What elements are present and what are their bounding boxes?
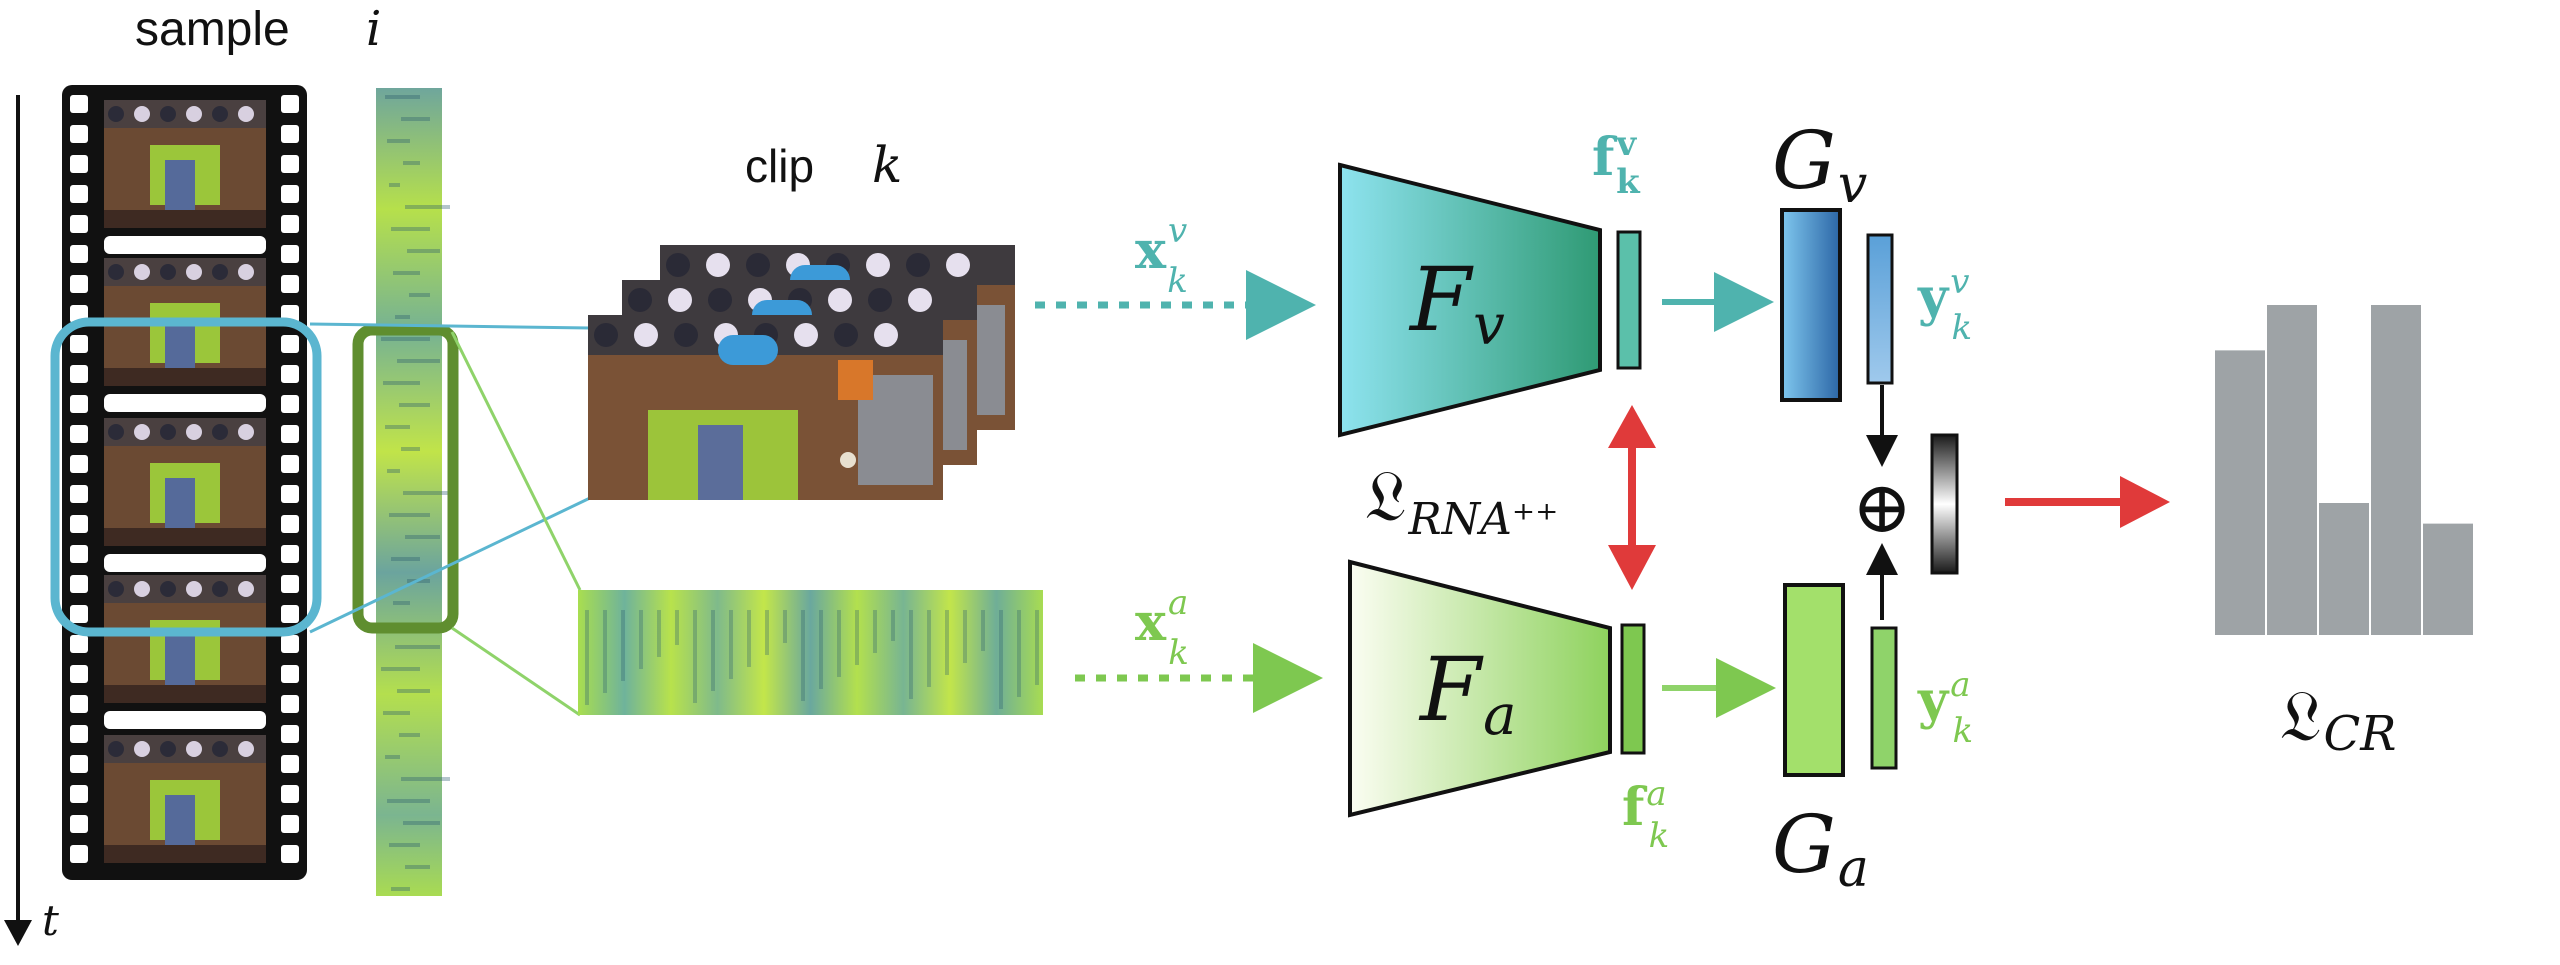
histogram-bar (2371, 305, 2421, 635)
time-axis-label: t (42, 896, 59, 945)
prediction-histogram (2215, 305, 2473, 635)
clip-highlight-box (50, 317, 322, 637)
audio-clip-spectrogram (578, 590, 1043, 715)
film-frames (104, 100, 266, 863)
film-frame (104, 100, 266, 228)
film-frame (104, 735, 266, 863)
audio-encoder: Fa (1348, 559, 1612, 818)
film-strip (62, 85, 307, 880)
histogram-bar (2319, 503, 2369, 635)
audio-spectrogram-strip (376, 88, 450, 896)
audio-head (1783, 583, 1845, 777)
audio-feature-vector (1620, 623, 1646, 755)
classification-arrow (2005, 476, 2170, 528)
alignment-loss-label: 𝔏RNA⁺⁺ (1365, 455, 1558, 545)
fused-output-vector (1930, 433, 1959, 575)
film-sprockets (70, 95, 299, 863)
time-axis: t (4, 95, 59, 946)
sample-index-label: i (366, 1, 381, 57)
audio-head-label: Ga (1772, 798, 1869, 899)
time-axis-arrowhead-icon (4, 920, 32, 946)
visual-encoder: Fv (1338, 162, 1602, 438)
sample-label-text: sample (135, 3, 290, 56)
sample-label: sample i (135, 1, 381, 57)
video-clip-frames (588, 245, 1015, 500)
histogram-bar (2423, 523, 2473, 635)
visual-feature-vector (1616, 230, 1642, 370)
visual-head-label: Gv (1772, 114, 1867, 215)
audio-clip-highlight-box (352, 324, 459, 634)
histogram-bar (2267, 305, 2317, 635)
clip-index-label: k (872, 136, 902, 194)
visual-encoder-label: Fv (1408, 248, 1505, 358)
clip-label: clip k (745, 136, 902, 194)
histogram-bar (2215, 350, 2265, 635)
fusion: ⊕ (1852, 385, 1959, 620)
classification-loss-label: 𝔏CR (2280, 675, 2396, 762)
combine-icon: ⊕ (1852, 465, 1912, 549)
audio-output-vector (1870, 626, 1898, 770)
alignment-double-arrow (1608, 405, 1656, 590)
visual-output-vector (1866, 233, 1894, 385)
visual-head (1780, 208, 1842, 402)
audio-encoder-label: Fa (1418, 638, 1516, 748)
clip-frame (588, 315, 943, 500)
film-frame (104, 418, 266, 546)
film-frame (104, 575, 266, 703)
clip-connector-lines (309, 322, 591, 717)
clip-label-text: clip (745, 140, 814, 192)
